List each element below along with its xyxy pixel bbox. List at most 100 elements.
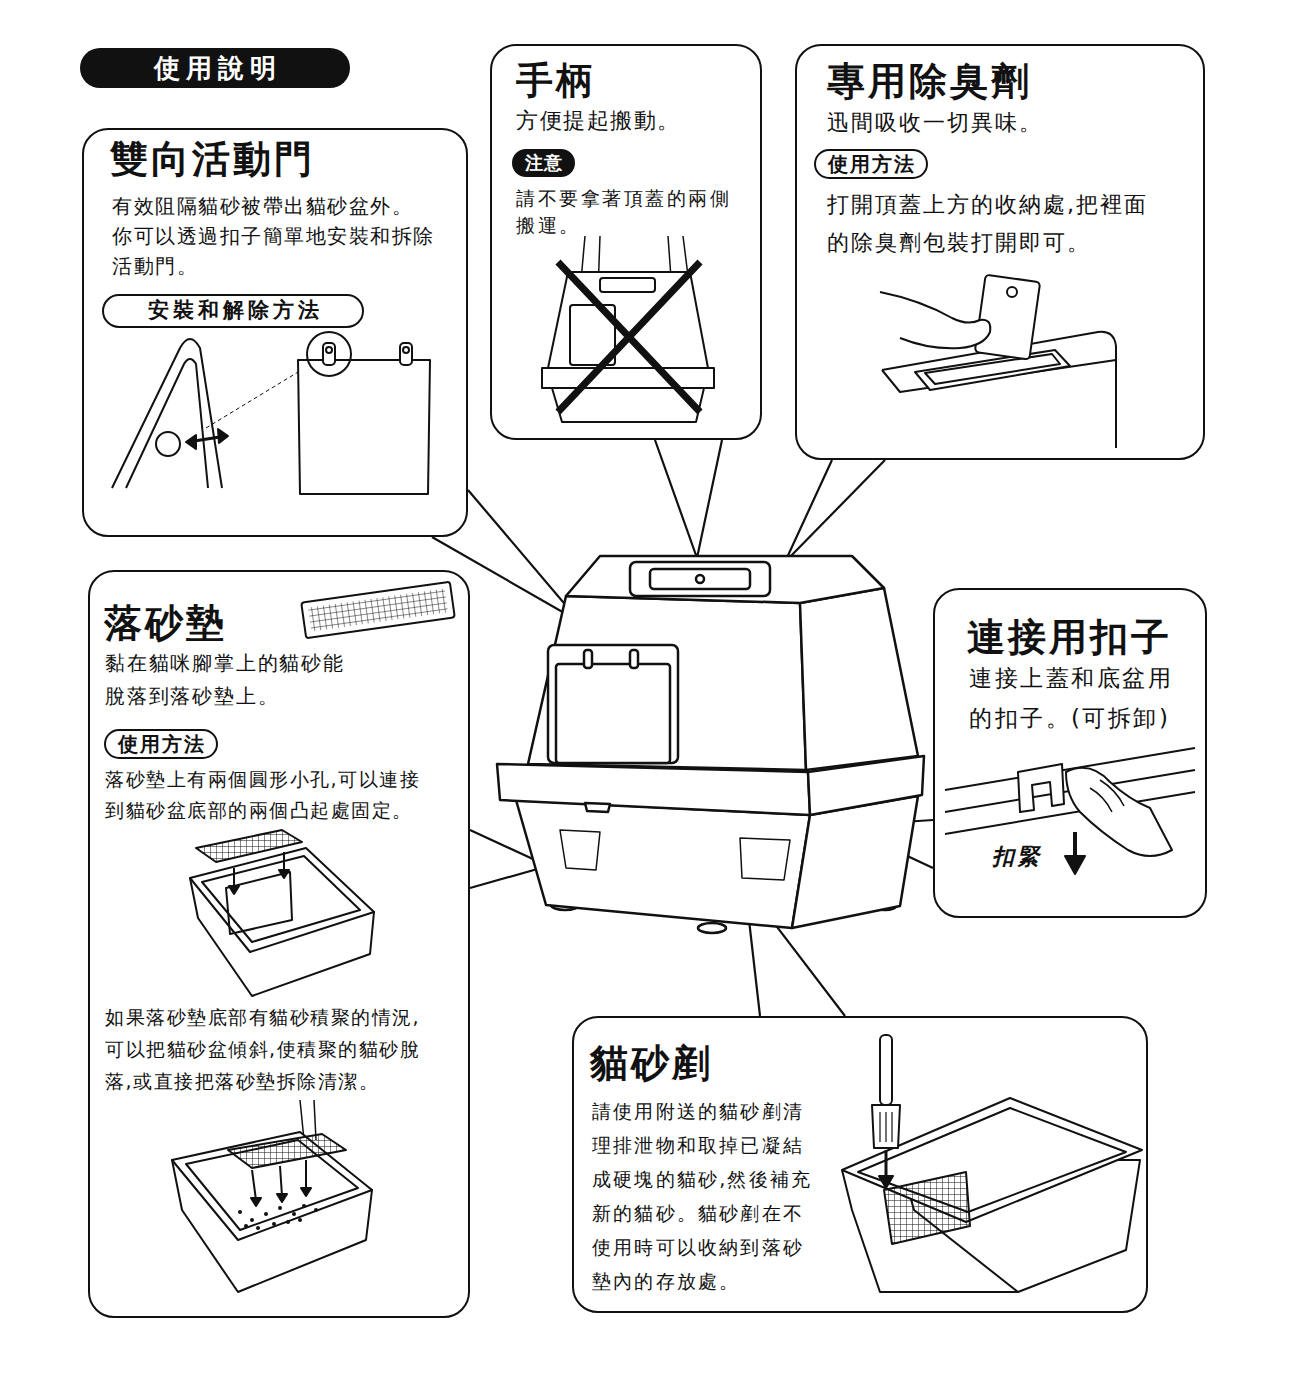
- text-line: 你可以透過扣子簡單地安裝和拆除: [112, 222, 452, 252]
- mat-attach-figure: [234, 852, 284, 892]
- text-line: 落砂墊上有兩個圓形小孔,可以連接: [105, 764, 465, 795]
- text-line: 墊內的存放處。: [592, 1264, 837, 1298]
- callout-text: 黏在貓咪腳掌上的貓砂能 脫落到落砂墊上。: [105, 647, 405, 713]
- text-line: 安裝和解除方法: [148, 298, 323, 323]
- litter-grains: [238, 1204, 318, 1230]
- litter-grains: [244, 1224, 248, 1228]
- clip-fasten-figure: [1018, 764, 1064, 812]
- text-line: 專用除臭劑: [827, 58, 1032, 104]
- litter-grains: [302, 1204, 306, 1208]
- pill-text: 使用方法: [826, 152, 916, 176]
- litter-box-figure: [696, 575, 704, 583]
- litter-box-figure: [800, 588, 918, 770]
- callout-text: 請使用附送的貓砂剷清 理排泄物和取掉已凝結 成硬塊的貓砂,然後補充 新的貓砂。貓…: [592, 1094, 837, 1298]
- mat-clean-figure: [228, 1134, 346, 1168]
- clip-fasten-figure: [1090, 780, 1124, 812]
- callout-box: 落砂墊黏在貓咪腳掌上的貓砂能 脫落到落砂墊上。落砂墊上有兩個圓形小孔,可以連接 …: [88, 570, 470, 1318]
- litter-grains: [292, 1212, 296, 1216]
- text-line: 打開頂蓋上方的收納處,把裡面: [827, 186, 1187, 224]
- text-line: 可以把貓砂盆傾斜,使積聚的貓砂脫: [105, 1033, 465, 1065]
- litter-grains: [250, 1218, 254, 1222]
- door-clip-figure: [206, 366, 308, 428]
- callout-box: 專用除臭劑迅間吸收一切異味。打開頂蓋上方的收納處,把裡面 的除臭劑包裝打開即可。…: [795, 44, 1205, 460]
- door-clip-figure: [307, 332, 351, 376]
- door-clip-figure: [186, 435, 196, 449]
- scoop-figure: [842, 1170, 1018, 1292]
- litter-grains: [286, 1220, 290, 1224]
- text-line: 落砂墊: [104, 600, 227, 646]
- scoop-figure: [880, 1035, 892, 1105]
- text-line: 請不要拿著頂蓋的兩側: [516, 185, 751, 212]
- mat-clean-figure: [172, 1132, 372, 1240]
- text-line: 有效阻隔貓砂被帶出貓砂盆外。: [112, 192, 452, 222]
- title-text: 使用說明: [148, 51, 282, 86]
- text-line: 理排泄物和取掉已凝結: [592, 1128, 837, 1162]
- title-pill: 使用說明: [80, 48, 350, 88]
- text-line: 落,或直接把落砂墊拆除清潔。: [105, 1065, 465, 1097]
- pill-text: 注意: [524, 152, 563, 174]
- mat-attach-figure: [190, 830, 374, 996]
- scoop-figure: [880, 1112, 892, 1142]
- carry-warning-figure: [558, 262, 700, 412]
- callout-text: 請不要拿著頂蓋的兩側 搬運。: [516, 185, 751, 239]
- text-line: 的扣子。(可拆卸): [969, 698, 1194, 738]
- text-line: 請使用附送的貓砂剷清: [592, 1094, 837, 1128]
- door-clip-figure: [218, 429, 228, 443]
- text-line: 使用方法: [118, 732, 206, 756]
- litter-grains: [238, 1210, 242, 1214]
- callout-tail: [432, 440, 933, 1016]
- mat-clean-figure: [251, 1188, 311, 1206]
- litter-box-figure: [630, 562, 770, 596]
- deodorant-figure: [1007, 287, 1017, 297]
- litter-grains: [314, 1208, 318, 1212]
- action-label: 扣緊: [990, 842, 1044, 872]
- carry-warning-figure: [548, 272, 708, 368]
- pill-text: 安裝和解除方法: [144, 298, 323, 323]
- text-line: 注意: [525, 152, 563, 174]
- text-line: 連接上蓋和底盆用: [969, 658, 1194, 698]
- callout-box: 連接用扣子連接上蓋和底盆用 的扣子。(可拆卸): [933, 588, 1207, 918]
- text-line: 手柄: [516, 58, 596, 104]
- litter-box-figure: [698, 923, 726, 933]
- clip-fasten-figure: [1065, 856, 1085, 874]
- litter-box-figure: [548, 645, 678, 763]
- litter-box-figure: [584, 650, 592, 668]
- carry-warning-figure: [542, 368, 714, 388]
- text-line: 脫落到落砂墊上。: [105, 680, 405, 713]
- litter-mat-figure: [301, 582, 455, 639]
- mat-attach-figure: [202, 856, 360, 942]
- callout-heading: 手柄: [516, 58, 596, 104]
- mat-attach-figure: [229, 870, 289, 894]
- litter-box-figure: [556, 664, 670, 763]
- pill-text: 使用方法: [116, 732, 206, 756]
- callout-text: 連接上蓋和底盆用 的扣子。(可拆卸): [969, 658, 1194, 738]
- scoop-figure: [879, 1176, 893, 1188]
- mat-attach-figure: [196, 830, 302, 862]
- scoop-figure: [842, 1035, 1142, 1292]
- text-line: 的除臭劑包裝打開即可。: [827, 224, 1187, 262]
- litter-box-figure: [497, 764, 810, 815]
- callout-text: 如果落砂墊底部有貓砂積聚的情況, 可以把貓砂盆傾斜,使積聚的貓砂脫 落,或直接把…: [105, 1001, 465, 1097]
- label-pill: 安裝和解除方法: [102, 294, 364, 328]
- text-line: 黏在貓咪腳掌上的貓砂能: [105, 647, 405, 680]
- label-pill: 使用方法: [814, 149, 928, 179]
- litter-box-figure: [516, 800, 810, 928]
- text-line: 方便提起搬動。: [516, 106, 751, 136]
- callout-heading: 落砂墊: [104, 600, 227, 646]
- mat-clean-figure: [172, 1100, 372, 1292]
- callout-heading: 專用除臭劑: [827, 58, 1032, 104]
- callout-heading: 雙向活動門: [110, 136, 315, 182]
- text-line: 新的貓砂。貓砂剷在不: [592, 1196, 837, 1230]
- door-clip-figure: [298, 360, 430, 494]
- litter-grains: [264, 1212, 268, 1216]
- clip-fasten-figure: [945, 748, 1195, 874]
- text-line: 雙向活動門: [110, 136, 315, 182]
- door-clip-figure: [323, 343, 335, 365]
- mat-attach-figure: [226, 872, 292, 934]
- scoop-figure: [872, 1105, 900, 1148]
- deodorant-figure: [880, 292, 990, 348]
- deodorant-figure: [925, 354, 1060, 384]
- litter-grains: [278, 1206, 282, 1210]
- door-clip-figure: [400, 343, 412, 365]
- callout-heading: 貓砂剷: [590, 1040, 713, 1086]
